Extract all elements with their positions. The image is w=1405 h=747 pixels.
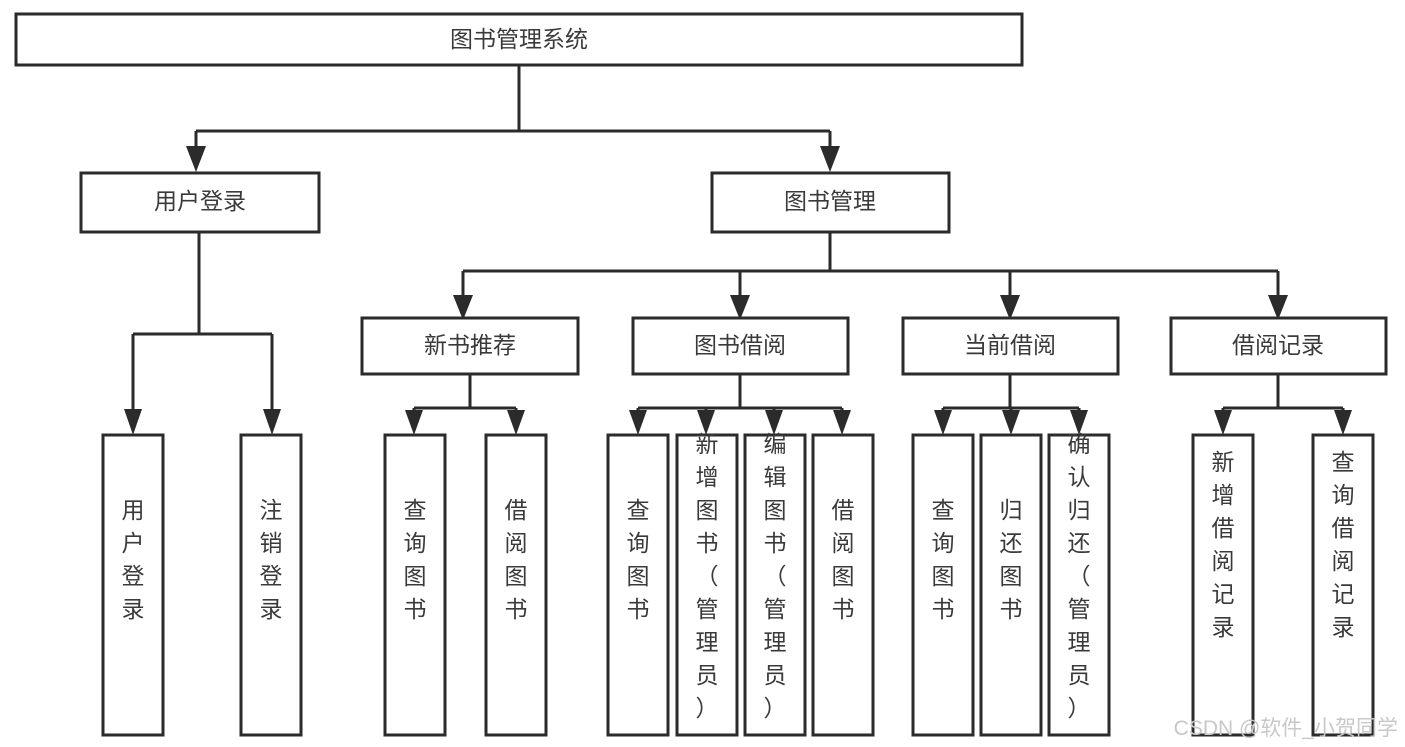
leaf-borrow-2-box[interactable]	[675, 433, 739, 737]
arrow-head-leaf-current-2	[1002, 410, 1020, 435]
leaf-record-1[interactable]: 新增借阅记录	[1191, 433, 1255, 737]
arrow-head-leaf-borrow-1	[629, 410, 647, 435]
node-borrow-record-label: 借阅记录	[1232, 332, 1324, 358]
leaf-borrow-2[interactable]: 新增图书（管理员）	[675, 431, 739, 737]
node-book-management-label: 图书管理	[784, 188, 876, 214]
arrow-head-borrow	[730, 295, 750, 320]
node-borrow-record[interactable]: 借阅记录	[1169, 316, 1388, 376]
node-user-login-label: 用户登录	[154, 188, 246, 214]
node-root[interactable]: 图书管理系统	[14, 12, 1024, 67]
leaf-user-login-2[interactable]: 注销登录	[239, 433, 303, 737]
node-root-box[interactable]	[14, 12, 1024, 67]
leaf-current-1-box[interactable]	[911, 433, 975, 737]
leaf-user-login-1-label: 用户登录	[122, 497, 145, 622]
node-root-label: 图书管理系统	[450, 26, 588, 52]
leaf-recommend-2-label: 借阅图书	[505, 497, 528, 622]
leaf-borrow-1[interactable]: 查询图书	[606, 433, 670, 737]
arrow-head-leaf-user-login-2	[263, 409, 281, 435]
leaf-current-3[interactable]: 确认归还（管理员）	[1047, 431, 1111, 737]
node-book-management-box[interactable]	[710, 171, 951, 234]
arrow-head-leaf-recommend-2	[507, 410, 525, 435]
leaf-borrow-1-box[interactable]	[606, 433, 670, 737]
arrow-head-leaf-record-2	[1334, 410, 1352, 435]
leaf-current-3-label: 确认归还（管理员）	[1068, 431, 1091, 721]
arrow-head-recommend	[453, 295, 473, 320]
node-new-book-recommend-box[interactable]	[360, 316, 580, 376]
leaf-borrow-1-label: 查询图书	[627, 497, 650, 622]
node-borrow-record-box[interactable]	[1169, 316, 1388, 376]
leaf-recommend-1-box[interactable]	[383, 433, 447, 737]
node-current-borrow-box[interactable]	[901, 316, 1120, 376]
leaf-current-3-box[interactable]	[1047, 433, 1111, 737]
leaf-record-2-label: 查询借阅记录	[1332, 449, 1355, 640]
leaf-recommend-2[interactable]: 借阅图书	[484, 433, 548, 737]
leaf-current-1[interactable]: 查询图书	[911, 433, 975, 737]
leaf-record-1-label: 新增借阅记录	[1212, 449, 1235, 640]
leaf-record-2-box[interactable]	[1311, 433, 1375, 737]
node-user-login[interactable]: 用户登录	[79, 171, 321, 234]
arrow-head-leaf-recommend-1	[405, 410, 423, 435]
arrow-head-leaf-record-1	[1214, 410, 1232, 435]
leaf-recommend-1-label: 查询图书	[404, 497, 427, 622]
leaf-borrow-3-label: 编辑图书（管理员）	[764, 431, 787, 721]
arrow-head-user-login	[186, 146, 206, 172]
csdn-watermark: CSDN @软件_小贺同学	[1174, 717, 1398, 740]
leaf-borrow-4[interactable]: 借阅图书	[811, 433, 875, 737]
leaf-borrow-4-label: 借阅图书	[832, 497, 855, 622]
leaf-borrow-3-box[interactable]	[743, 433, 807, 737]
node-current-borrow-label: 当前借阅	[964, 332, 1056, 358]
arrow-head-leaf-borrow-4	[833, 410, 851, 435]
leaf-user-login-2-box[interactable]	[239, 433, 303, 737]
leaf-current-2-box[interactable]	[979, 433, 1043, 737]
node-user-login-box[interactable]	[79, 171, 321, 234]
leaf-borrow-3[interactable]: 编辑图书（管理员）	[743, 431, 807, 737]
leaf-user-login-2-label: 注销登录	[260, 497, 283, 622]
node-book-borrow[interactable]: 图书借阅	[631, 316, 850, 376]
node-book-borrow-box[interactable]	[631, 316, 850, 376]
arrow-head-leaf-user-login-1	[124, 409, 142, 435]
leaf-current-2[interactable]: 归还图书	[979, 433, 1043, 737]
leaf-record-1-box[interactable]	[1191, 433, 1255, 737]
arrow-head-current	[1000, 295, 1020, 320]
arrow-head-book-management	[820, 146, 840, 172]
arrow-head-record	[1268, 295, 1288, 320]
node-book-management[interactable]: 图书管理	[710, 171, 951, 234]
node-new-book-recommend-label: 新书推荐	[424, 332, 516, 358]
node-book-borrow-label: 图书借阅	[694, 332, 786, 358]
node-new-book-recommend[interactable]: 新书推荐	[360, 316, 580, 376]
leaf-recommend-2-box[interactable]	[484, 433, 548, 737]
leaf-current-1-label: 查询图书	[932, 497, 955, 622]
leaf-borrow-2-label: 新增图书（管理员）	[696, 431, 719, 721]
node-current-borrow[interactable]: 当前借阅	[901, 316, 1120, 376]
leaf-recommend-1[interactable]: 查询图书	[383, 433, 447, 737]
arrow-head-leaf-current-3	[1070, 410, 1088, 435]
leaf-record-2[interactable]: 查询借阅记录	[1311, 433, 1375, 737]
arrow-head-leaf-borrow-2	[697, 410, 715, 435]
leaf-user-login-1-box[interactable]	[101, 433, 165, 737]
leaf-borrow-4-box[interactable]	[811, 433, 875, 737]
connector-layer	[124, 65, 1352, 435]
arrow-head-leaf-borrow-3	[765, 410, 783, 435]
leaf-user-login-1[interactable]: 用户登录	[101, 433, 165, 737]
arrow-head-leaf-current-1	[934, 410, 952, 435]
leaf-current-2-label: 归还图书	[1000, 497, 1023, 622]
